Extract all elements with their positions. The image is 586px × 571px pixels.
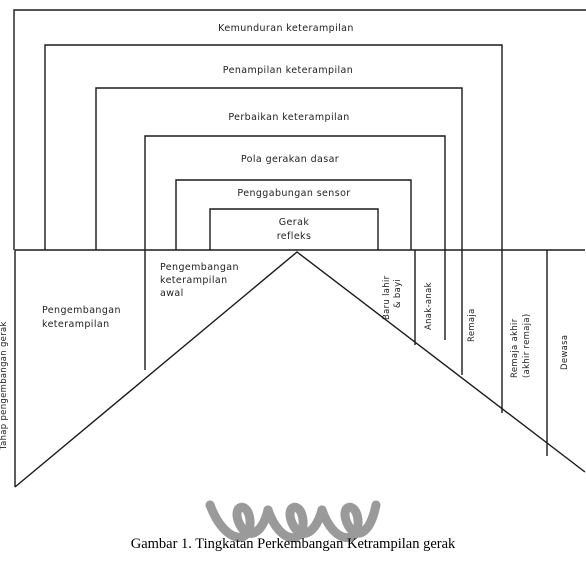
label-refleks: refleks	[277, 231, 312, 242]
development-triangle	[14, 251, 586, 488]
frame-penggabungan	[175, 179, 412, 250]
watermark-curl-3	[317, 500, 381, 542]
label-perbaikan: Perbaikan keterampilan	[228, 112, 349, 123]
label-keterampilan: keterampilan	[42, 319, 110, 330]
figure-caption: Gambar 1. Tingkatan Perkembangan Ketramp…	[130, 536, 456, 552]
label-akhir-remaja: (akhir remaja)	[522, 313, 532, 378]
label-penggabungan: Penggabungan sensor	[237, 188, 350, 199]
frame-gerak	[209, 208, 379, 250]
label-gerak: Gerak	[279, 217, 310, 228]
frame-pola	[144, 135, 446, 370]
frame-kemunduran	[13, 9, 586, 250]
label-kemunduran: Kemunduran keterampilan	[218, 23, 354, 34]
label-baru-lahir: Baru lahir	[382, 275, 392, 320]
label-bayi: & bayi	[393, 279, 403, 308]
frame-perbaikan	[95, 87, 463, 290]
watermark-curl-2	[263, 503, 327, 542]
label-pengembangan: Pengembangan	[42, 305, 121, 316]
watermark-curl-1	[205, 500, 273, 542]
label-anak-anak: Anak-anak	[424, 282, 434, 330]
label-remaja-akhir: Remaja akhir	[510, 318, 520, 378]
label-dewasa: Dewasa	[560, 335, 570, 370]
label-awal-2: keterampilan	[160, 275, 228, 286]
label-awal-3: awal	[160, 288, 184, 299]
label-tahap: Tahap pengembangan gerak	[0, 321, 9, 451]
label-penampilan: Penampilan keterampilan	[223, 65, 353, 76]
frame-penampilan	[44, 44, 503, 290]
label-pola: Pola gerakan dasar	[241, 154, 339, 165]
label-remaja: Remaja	[467, 308, 477, 342]
label-awal-1: Pengembangan	[160, 262, 239, 273]
